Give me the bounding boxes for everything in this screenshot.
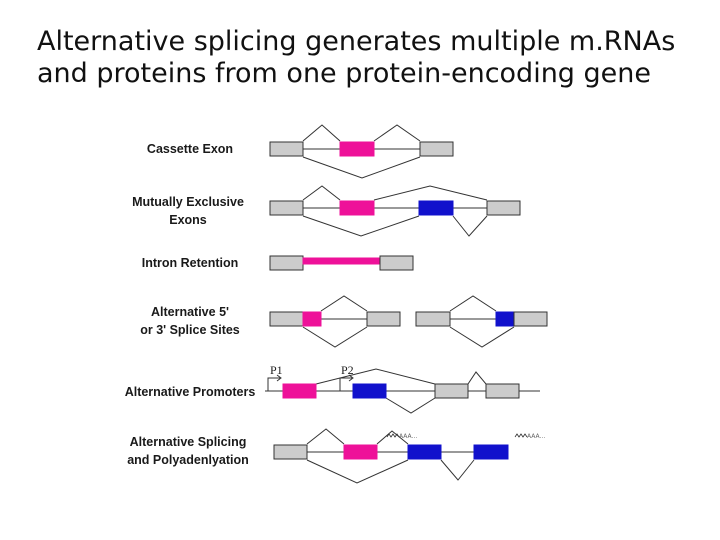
- constitutive-exon: [366, 311, 401, 327]
- splice-arc: [373, 124, 421, 142]
- extended-5-prime-exon: [302, 311, 322, 327]
- splice-arc: [306, 428, 345, 445]
- splice-arc: [376, 430, 409, 445]
- row-alternative-promoters: [265, 368, 540, 414]
- constitutive-exon: [269, 141, 304, 157]
- splice-arc: [320, 295, 368, 312]
- label-polya-signal: AAA...: [399, 433, 417, 440]
- row-intron-retention: [269, 255, 414, 271]
- splice-arc: [449, 295, 497, 312]
- title-line-2: and proteins from one protein-encoding g…: [37, 58, 651, 89]
- promoter-p1-arrow: [267, 377, 280, 391]
- constitutive-exon: [269, 200, 304, 216]
- label-intron-retention: Intron Retention: [142, 256, 239, 270]
- exclusive-exon-b: [418, 200, 454, 216]
- label-polya-1: Alternative Splicing: [130, 435, 247, 449]
- constitutive-exon: [434, 383, 469, 399]
- splice-arc: [373, 185, 488, 201]
- splice-arc: [315, 368, 436, 385]
- splice-arc: [385, 397, 436, 414]
- constitutive-exon: [486, 200, 521, 216]
- constitutive-exon: [415, 311, 451, 327]
- terminal-exon-b: [473, 444, 509, 460]
- skip-arc: [302, 156, 421, 179]
- constitutive-exon: [513, 311, 548, 327]
- label-alternative-promoters: Alternative Promoters: [125, 385, 256, 399]
- row-alternative-splice-sites: [269, 295, 548, 348]
- splice-arc: [302, 215, 420, 237]
- splice-arc: [302, 326, 368, 348]
- constitutive-exon: [379, 255, 414, 271]
- label-mutually-exclusive-2: Exons: [169, 213, 207, 227]
- extended-3-prime-exon: [495, 311, 515, 327]
- terminal-exon-a: [407, 444, 442, 460]
- label-polya-signal: AAA...: [527, 433, 545, 440]
- label-alt-splice-1: Alternative 5': [151, 305, 229, 319]
- constitutive-exon: [269, 311, 304, 327]
- splice-arc: [302, 185, 341, 201]
- cassette-exon: [339, 141, 375, 157]
- label-promoter-p1: P1: [270, 363, 283, 377]
- splice-arc: [452, 215, 488, 237]
- row-cassette-exon: [269, 124, 454, 179]
- skip-arc: [306, 459, 409, 484]
- label-promoter-p2: P2: [341, 363, 354, 377]
- first-exon-p1: [282, 383, 317, 399]
- first-exon-p2: [352, 383, 387, 399]
- splice-arc: [467, 371, 487, 385]
- slide-title: Alternative splicing generates multiple …: [37, 26, 697, 90]
- label-polya-2: and Polyadenlyation: [127, 453, 249, 467]
- splice-arc: [440, 459, 475, 481]
- polya-tail: [514, 433, 528, 438]
- row-alternative-polyadenylation: [273, 428, 528, 484]
- title-line-1: Alternative splicing generates multiple …: [37, 26, 676, 57]
- splice-arc: [449, 326, 515, 348]
- constitutive-exon: [269, 255, 304, 271]
- label-cassette-exon: Cassette Exon: [147, 142, 233, 156]
- label-mutually-exclusive-1: Mutually Exclusive: [132, 195, 244, 209]
- alternative-exon: [343, 444, 378, 460]
- arrow-head: [276, 374, 282, 382]
- exclusive-exon-a: [339, 200, 375, 216]
- constitutive-exon: [485, 383, 520, 399]
- polya-tail: [386, 433, 400, 438]
- constitutive-exon: [273, 444, 308, 460]
- row-mutually-exclusive: [269, 185, 521, 237]
- constitutive-exon: [419, 141, 454, 157]
- arrow-head: [348, 374, 354, 382]
- splice-arc: [302, 124, 341, 142]
- retained-intron: [302, 257, 381, 265]
- label-alt-splice-2: or 3' Splice Sites: [140, 323, 240, 337]
